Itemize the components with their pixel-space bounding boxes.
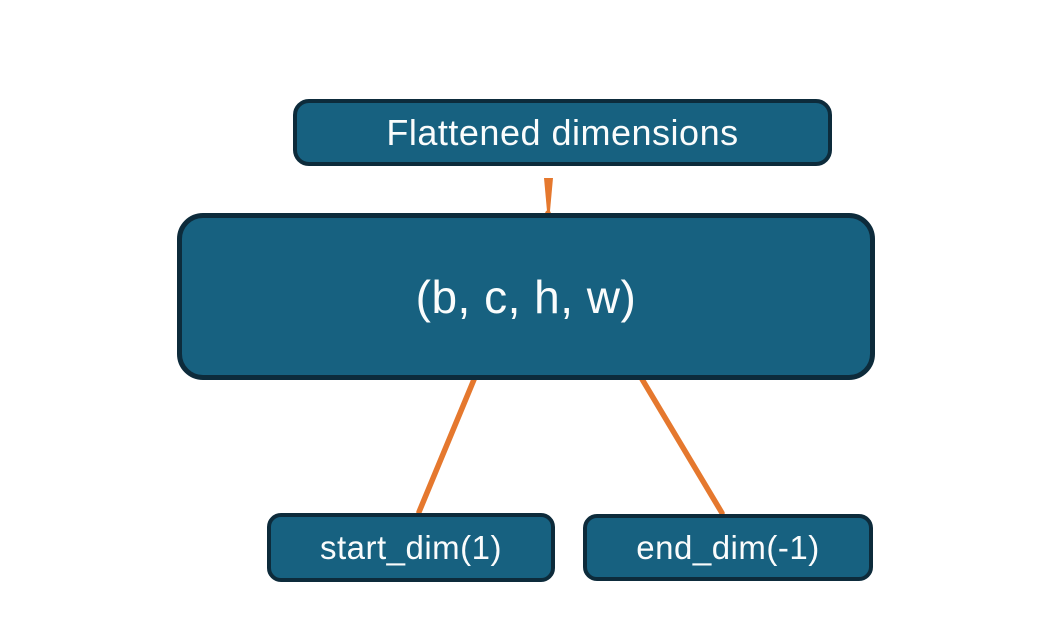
node-flattened-dimensions-label: Flattened dimensions <box>386 111 739 153</box>
node-end-dim-label: end_dim(-1) <box>636 528 820 566</box>
node-start-dim-label: start_dim(1) <box>319 528 503 566</box>
node-tensor-shape-label: (b, c, h, w) <box>415 270 637 323</box>
node-flattened-dimensions: Flattened dimensions <box>293 99 832 166</box>
brace-stem-icon <box>544 178 553 211</box>
node-tensor-shape: (b, c, h, w) <box>177 213 875 380</box>
node-end-dim: end_dim(-1) <box>583 514 873 581</box>
node-start-dim: start_dim(1) <box>267 513 555 582</box>
